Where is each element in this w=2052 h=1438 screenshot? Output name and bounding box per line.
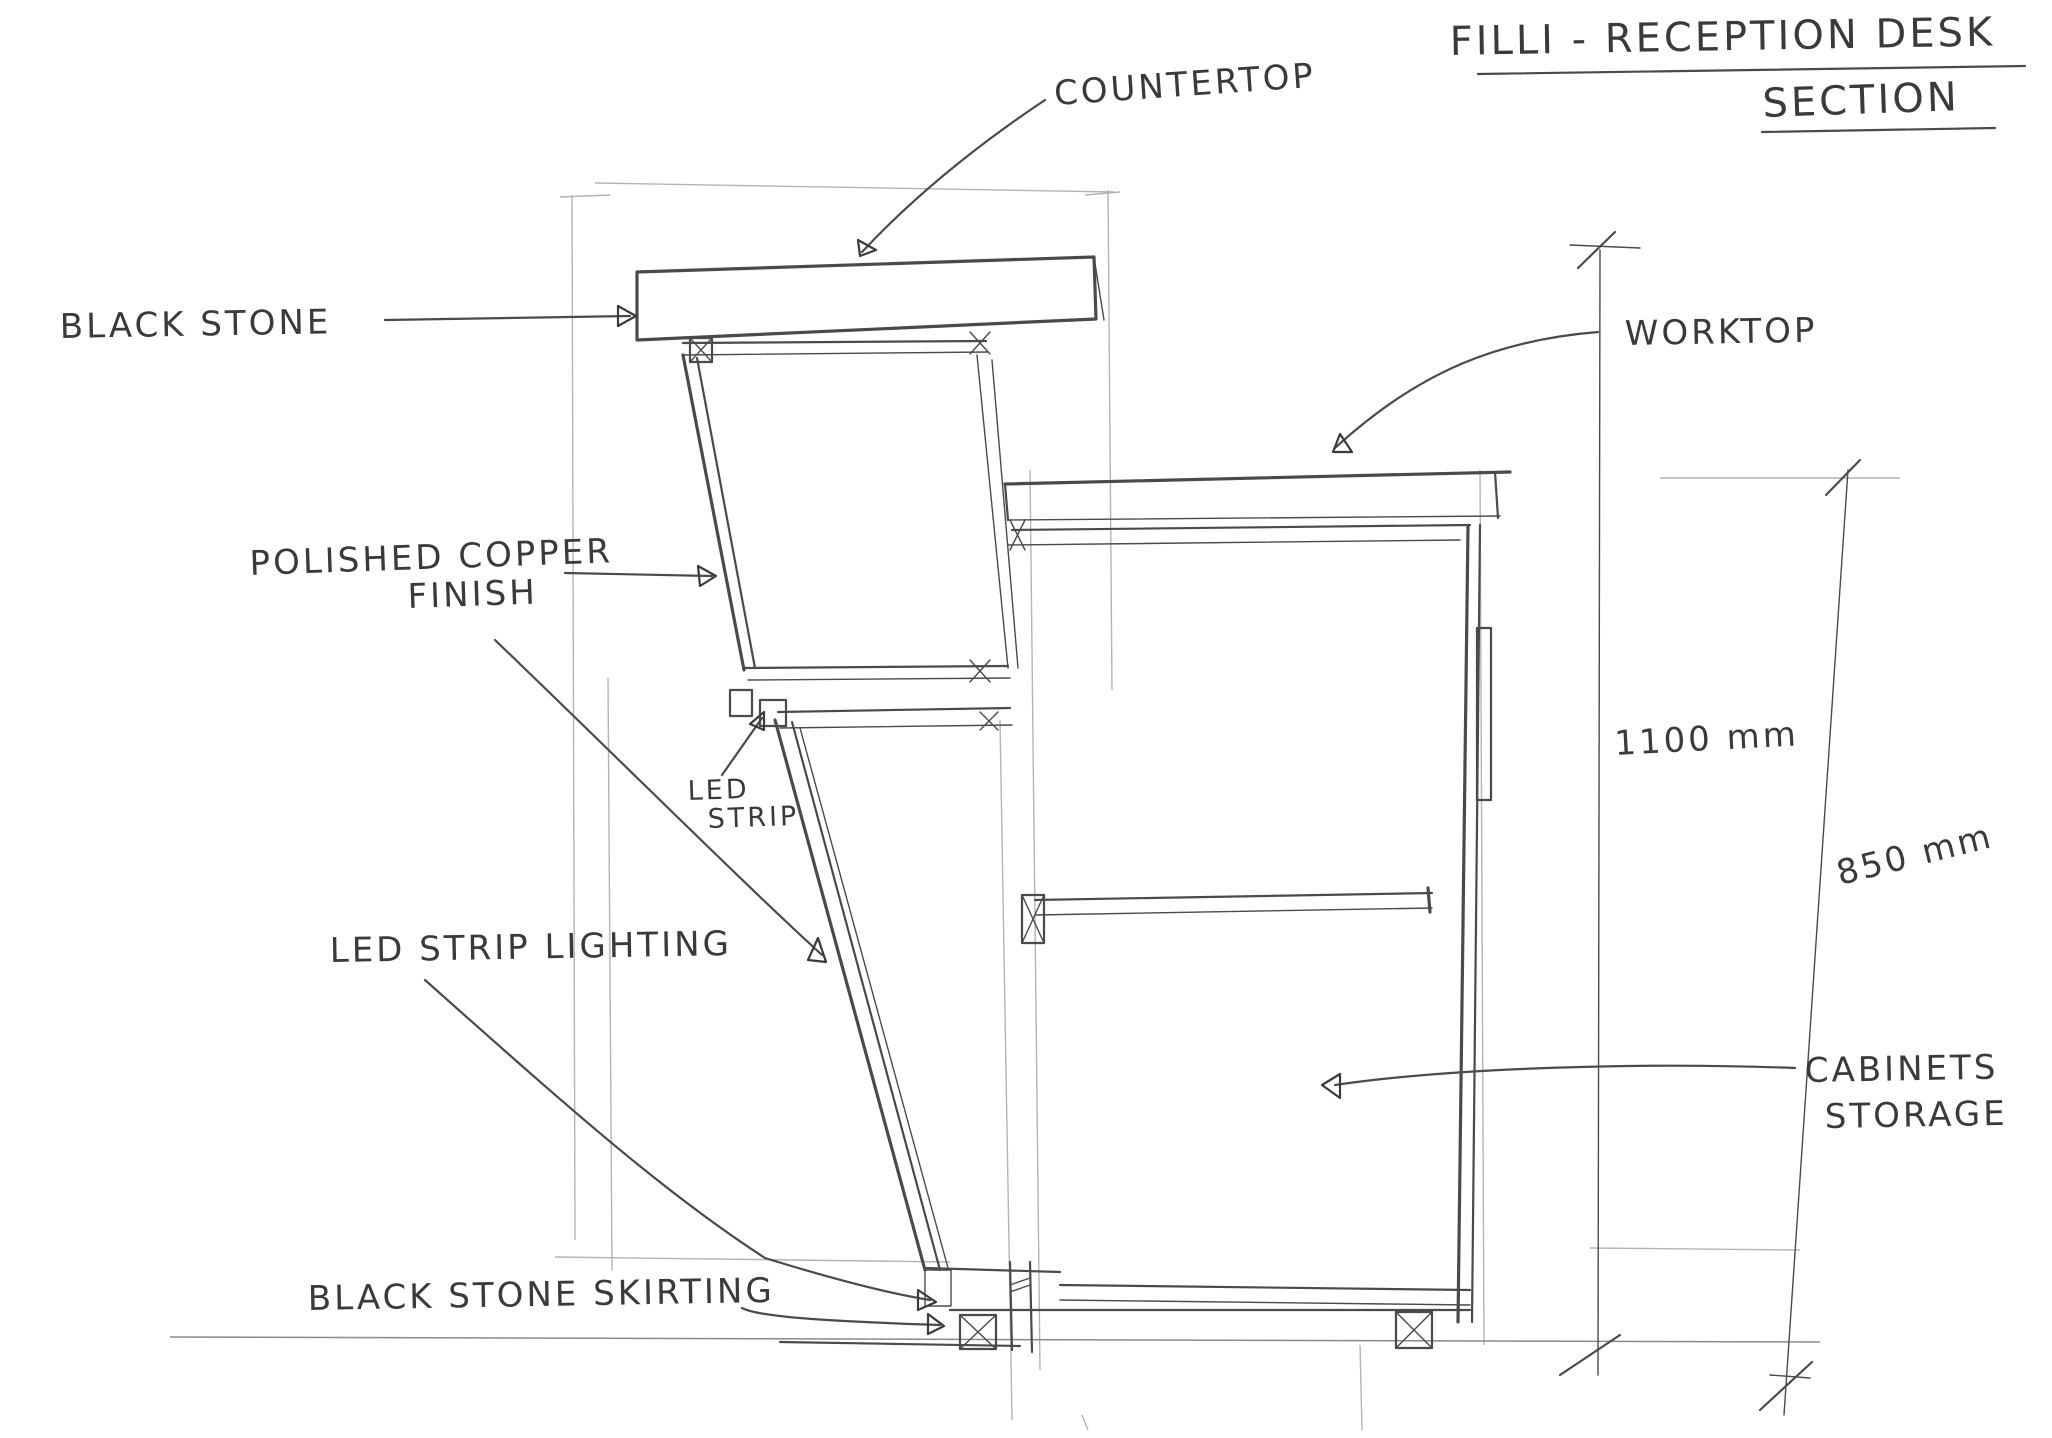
countertop-leader <box>860 98 1047 254</box>
cabinets-arrowhead <box>1320 1072 1342 1100</box>
upper-shelf-rails <box>728 659 1013 731</box>
dimension-1100 <box>1558 230 1641 1377</box>
label-black-stone: BLACK STONE <box>59 302 331 347</box>
skirting-leader <box>740 1306 942 1327</box>
label-led-strip-2: STRIP <box>707 801 800 835</box>
led-strip-lighting-arrowhead <box>916 1288 938 1312</box>
label-led-strip-lighting: LED STRIP LIGHTING <box>329 924 732 971</box>
label-worktop: WORKTOP <box>1624 311 1817 354</box>
led-strip-arrowhead <box>748 710 766 732</box>
dimension-850 <box>1758 458 1862 1416</box>
drawing-title: FILLI - RECEPTION DESK SECTION <box>1449 9 2027 134</box>
title-line-2: SECTION <box>1762 74 1961 127</box>
worktop-slab <box>1003 470 1512 551</box>
label-cabinets-1: CABINETS <box>1804 1048 1998 1091</box>
countertop-arrowhead <box>856 238 878 258</box>
countertop-rail <box>681 331 991 364</box>
black-stone-arrowhead <box>616 304 638 328</box>
countertop-slab <box>635 255 1105 342</box>
label-cabinets-2: STORAGE <box>1824 1094 2008 1137</box>
black-stone-leader <box>383 314 632 322</box>
construction-lines <box>554 182 1900 1431</box>
led-strip-lighting-leader <box>423 978 932 1302</box>
label-polished-copper-2: FINISH <box>407 572 539 617</box>
copper-arrowhead-upper <box>696 564 718 588</box>
title-line-1: FILLI - RECEPTION DESK <box>1449 9 1995 65</box>
skirting-arrowhead <box>926 1312 946 1336</box>
dim-850-label: 850 mm <box>1833 816 1998 894</box>
worktop-arrowhead <box>1331 432 1354 454</box>
dim-1100-label: 1100 mm <box>1613 714 1799 764</box>
copper-leader-lower <box>493 638 824 957</box>
copper-leader-upper <box>563 571 714 578</box>
upper-front-panel <box>681 353 1019 672</box>
copper-arrowhead-lower <box>806 936 828 964</box>
skirting-base <box>923 1260 1472 1354</box>
title-underline-2 <box>1760 126 1997 134</box>
cabinet-body <box>1020 523 1493 1324</box>
cabinets-leader <box>1333 1064 1797 1087</box>
label-led-strip-1: LED <box>687 774 750 807</box>
label-countertop: COUNTERTOP <box>1053 56 1317 114</box>
label-black-stone-skirting: BLACK STONE SKIRTING <box>307 1271 775 1319</box>
worktop-leader <box>1333 330 1600 450</box>
led-strip-leader <box>720 716 764 777</box>
lower-front-panel <box>773 718 949 1272</box>
title-underline-1 <box>1476 64 2027 76</box>
